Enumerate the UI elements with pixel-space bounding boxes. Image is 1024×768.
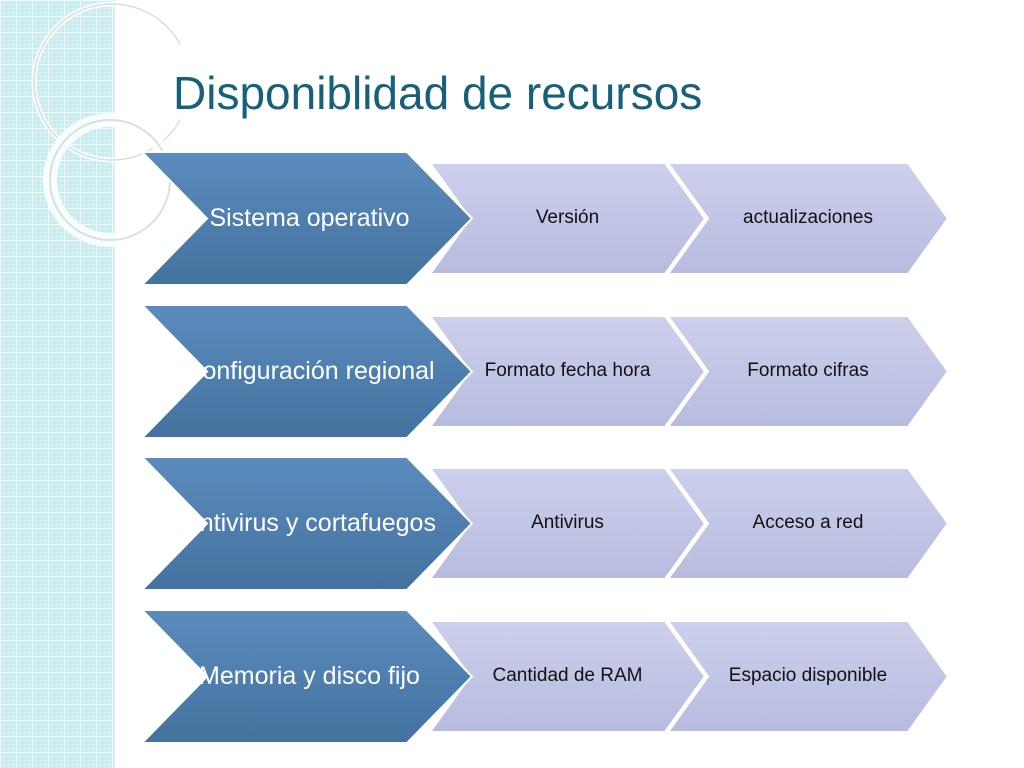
sub-step-label: Formato cifras <box>747 360 869 382</box>
main-step-label: Configuración regional <box>184 356 435 385</box>
side-divider <box>113 0 115 768</box>
main-chevron <box>139 456 474 591</box>
sub-chevron <box>666 620 950 733</box>
main-chevron <box>139 304 474 439</box>
main-chevron <box>139 151 474 286</box>
sub-step-label: actualizaciones <box>743 207 873 229</box>
page-title: Disponiblidad de recursos <box>173 67 703 119</box>
main-step-label: Memoria y disco fijo <box>199 661 420 690</box>
sub-step-label: Espacio disponible <box>728 665 888 687</box>
sub-step-label: Antivirus <box>531 512 604 534</box>
sub-step-label: Cantidad de RAM <box>492 665 643 687</box>
main-step-label: Sistema operativo <box>209 203 410 232</box>
sub-chevron <box>666 162 950 275</box>
sub-step-label: Formato fecha hora <box>484 360 651 382</box>
sub-chevron <box>666 467 950 580</box>
sub-step-label: Versión <box>535 207 600 229</box>
sub-chevron <box>666 315 950 428</box>
main-step-label: Antivirus y cortafuegos <box>183 508 436 537</box>
sub-step-label: Acceso a red <box>752 512 864 534</box>
main-chevron <box>139 609 474 744</box>
